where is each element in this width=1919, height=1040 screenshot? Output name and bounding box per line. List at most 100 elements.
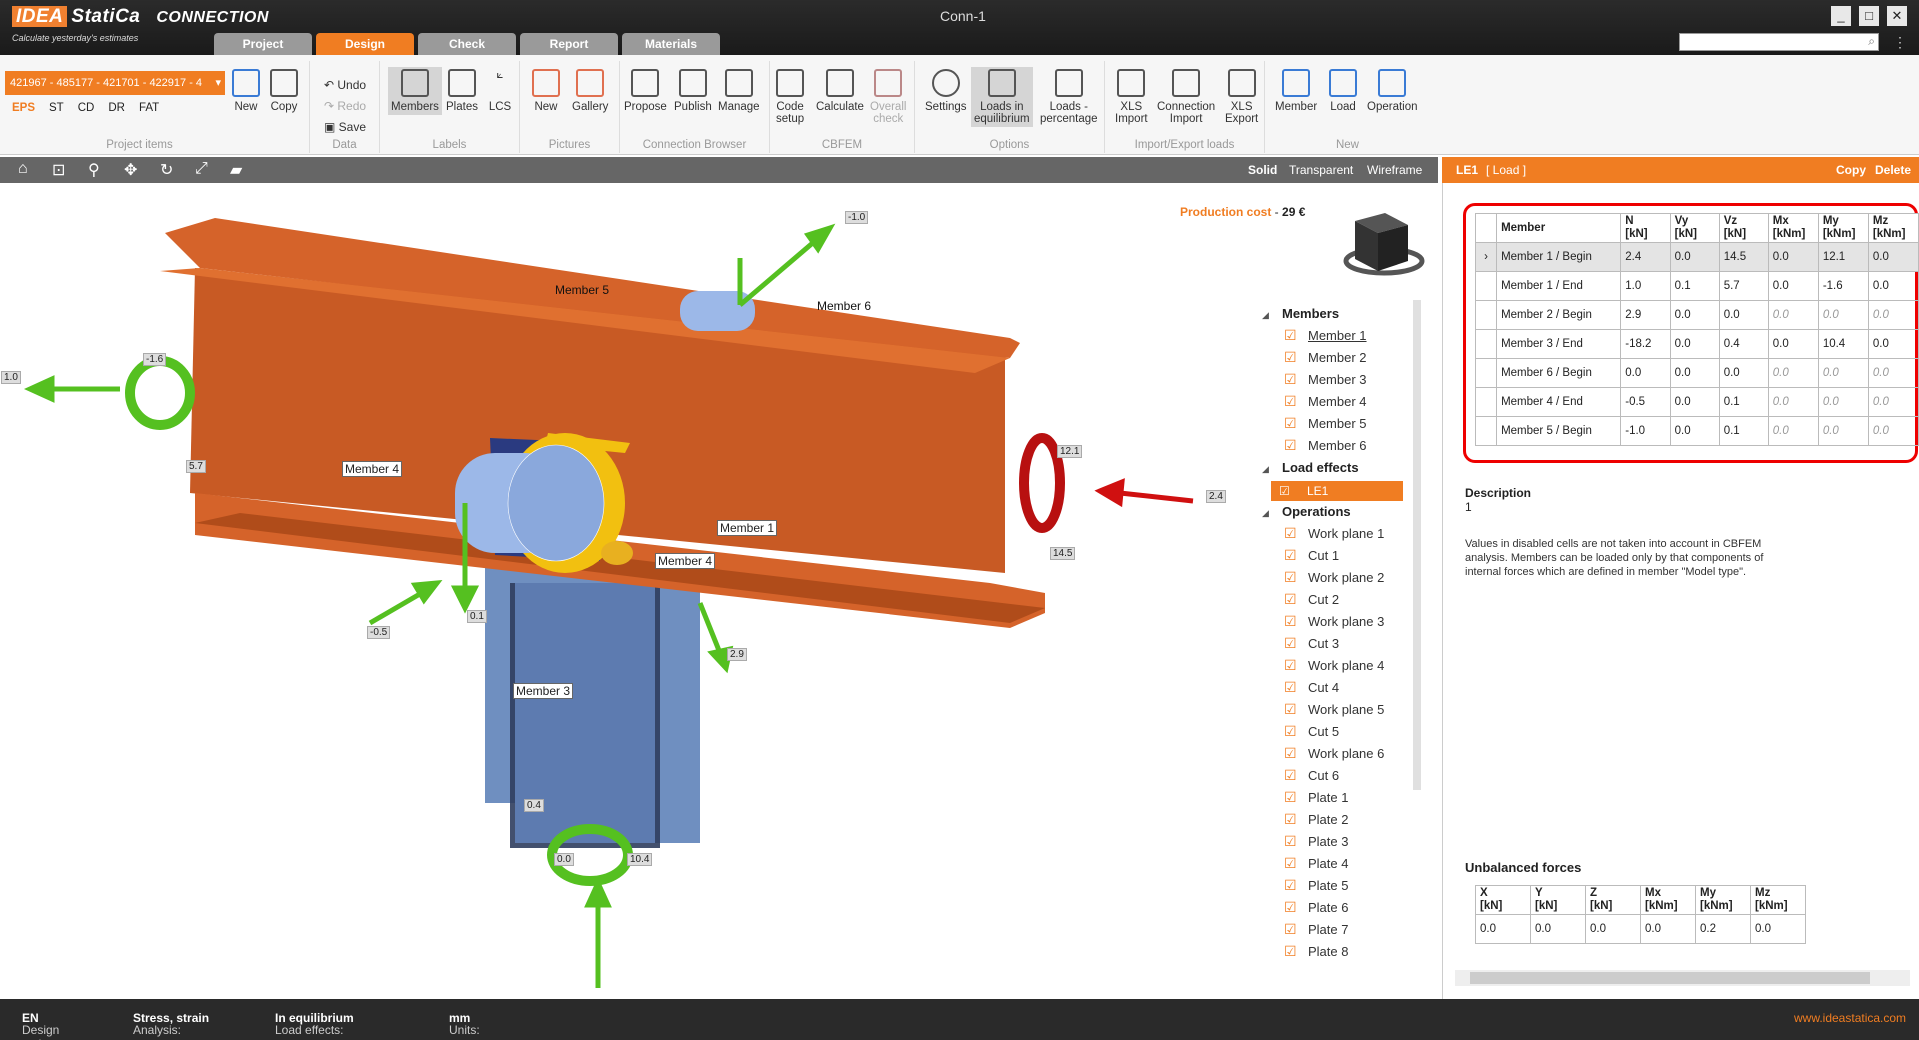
pan-icon[interactable]: ✥ — [124, 160, 137, 180]
checkbox-icon[interactable]: ☑ — [1284, 637, 1296, 649]
checkbox-icon[interactable]: ☑ — [1284, 351, 1296, 363]
cell-value[interactable]: 0.0 — [1818, 359, 1868, 388]
cell-value[interactable]: 0.0 — [1818, 417, 1868, 446]
copy-item-button[interactable]: Copy — [270, 69, 298, 113]
row-selector[interactable] — [1476, 301, 1497, 330]
tab-project[interactable]: Project — [214, 33, 312, 55]
cell-value[interactable]: 0.1 — [1670, 272, 1719, 301]
cell-value[interactable]: 0.0 — [1670, 330, 1719, 359]
transparent-mode[interactable]: Transparent — [1289, 163, 1353, 177]
cell-value[interactable]: 2.9 — [1621, 301, 1670, 330]
cell-value[interactable]: 0.0 — [1868, 417, 1918, 446]
checkbox-icon[interactable]: ☑ — [1284, 769, 1296, 781]
cell-value[interactable]: 0.0 — [1768, 243, 1818, 272]
search-input[interactable]: ⌕ — [1679, 33, 1879, 51]
checkbox-icon[interactable]: ☑ — [1284, 945, 1296, 957]
zoom-window-icon[interactable]: ⊡ — [52, 160, 65, 180]
checkbox-icon[interactable]: ☑ — [1284, 659, 1296, 671]
cell-value[interactable]: 0.0 — [1868, 388, 1918, 417]
plates-label-button[interactable]: Plates — [446, 69, 478, 113]
checkbox-icon[interactable]: ☑ — [1284, 615, 1296, 627]
tab-report[interactable]: Report — [520, 33, 618, 55]
cell-value[interactable]: 0.0 — [1868, 243, 1918, 272]
checkbox-icon[interactable]: ☑ — [1284, 857, 1296, 869]
delete-button[interactable]: Delete — [1875, 163, 1911, 177]
table-row[interactable]: Member 6 / Begin0.00.00.00.00.00.0 — [1476, 359, 1919, 388]
solid-mode[interactable]: Solid — [1248, 163, 1277, 177]
cell-value[interactable]: 0.0 — [1768, 301, 1818, 330]
cell-value[interactable]: 0.0 — [1868, 301, 1918, 330]
close-button[interactable]: ✕ — [1887, 6, 1907, 26]
cell-member[interactable]: Member 3 / End — [1497, 330, 1621, 359]
cell-value[interactable]: 0.0 — [1670, 388, 1719, 417]
redo-button[interactable]: ↷ Redo — [324, 99, 366, 113]
project-item-select[interactable]: 421967 - 485177 - 421701 - 422917 - 4▾ — [5, 71, 225, 95]
checkbox-icon[interactable]: ☑ — [1284, 747, 1296, 759]
scroll-thumb[interactable] — [1470, 972, 1870, 984]
zoom-icon[interactable]: ⚲ — [88, 160, 100, 180]
checkbox-icon[interactable]: ☑ — [1284, 681, 1296, 693]
checkbox-icon[interactable]: ☑ — [1284, 791, 1296, 803]
checkbox-icon[interactable]: ☑ — [1284, 373, 1296, 385]
minimize-button[interactable]: _ — [1831, 6, 1851, 26]
type-cd[interactable]: CD — [78, 102, 95, 114]
cell-value[interactable]: 0.0 — [1670, 243, 1719, 272]
save-button[interactable]: ▣ Save — [324, 120, 366, 134]
table-row[interactable]: Member 4 / End-0.50.00.10.00.00.0 — [1476, 388, 1919, 417]
cell-value[interactable]: 0.0 — [1670, 301, 1719, 330]
code-setup-button[interactable]: Codesetup — [776, 69, 804, 125]
cell-value[interactable]: 0.0 — [1768, 388, 1818, 417]
gallery-button[interactable]: Gallery — [572, 69, 608, 113]
3d-view[interactable]: Production cost - 29 € Member 5 Member 6… — [0, 183, 1438, 999]
cell-member[interactable]: Member 2 / Begin — [1497, 301, 1621, 330]
cell-value[interactable]: 12.1 — [1818, 243, 1868, 272]
loads-percentage-button[interactable]: Loads -percentage — [1040, 69, 1098, 125]
row-selector[interactable]: › — [1476, 243, 1497, 272]
loads-in-equilibrium-button[interactable]: Loads inequilibrium — [971, 67, 1033, 127]
calculate-button[interactable]: Calculate — [816, 69, 864, 113]
table-row[interactable]: Member 1 / End1.00.15.70.0-1.60.0 — [1476, 272, 1919, 301]
cell-value[interactable]: 1.0 — [1621, 272, 1670, 301]
cell-value[interactable]: -18.2 — [1621, 330, 1670, 359]
collapse-icon[interactable]: ◢ — [1262, 310, 1269, 321]
fit-icon[interactable]: ⤢ — [195, 160, 208, 178]
checkbox-icon[interactable]: ☑ — [1284, 417, 1296, 429]
cell-value[interactable]: 0.1 — [1719, 388, 1768, 417]
cell-value[interactable]: 0.0 — [1818, 301, 1868, 330]
cell-value[interactable]: 0.0 — [1818, 388, 1868, 417]
new-picture-button[interactable]: New — [532, 69, 560, 113]
copy-button[interactable]: Copy — [1836, 163, 1866, 177]
checkbox-icon[interactable]: ☑ — [1279, 484, 1290, 498]
checkbox-icon[interactable]: ☑ — [1284, 527, 1296, 539]
load-table[interactable]: Member N[kN] Vy[kN] Vz[kN] Mx[kNm] My[kN… — [1475, 213, 1919, 446]
panel-hscrollbar[interactable] — [1455, 970, 1910, 986]
checkbox-icon[interactable]: ☑ — [1284, 593, 1296, 605]
cell-value[interactable]: 5.7 — [1719, 272, 1768, 301]
cell-value[interactable]: 0.0 — [1768, 417, 1818, 446]
checkbox-icon[interactable]: ☑ — [1284, 395, 1296, 407]
connection-import-button[interactable]: ConnectionImport — [1157, 69, 1215, 125]
cell-value[interactable]: 0.0 — [1719, 301, 1768, 330]
cell-value[interactable]: 0.0 — [1768, 330, 1818, 359]
cell-value[interactable]: 0.0 — [1670, 359, 1719, 388]
cell-value[interactable]: 2.4 — [1621, 243, 1670, 272]
checkbox-icon[interactable]: ☑ — [1284, 549, 1296, 561]
cell-value[interactable]: 10.4 — [1818, 330, 1868, 359]
eraser-icon[interactable]: ▰ — [230, 160, 242, 180]
checkbox-icon[interactable]: ☑ — [1284, 923, 1296, 935]
manage-button[interactable]: Manage — [718, 69, 760, 113]
new-item-button[interactable]: New — [232, 69, 260, 113]
table-row[interactable]: Member 3 / End-18.20.00.40.010.40.0 — [1476, 330, 1919, 359]
maximize-button[interactable]: □ — [1859, 6, 1879, 26]
settings-button[interactable]: Settings — [925, 69, 967, 113]
checkbox-icon[interactable]: ☑ — [1284, 439, 1296, 451]
cell-value[interactable]: 0.0 — [1868, 272, 1918, 301]
checkbox-icon[interactable]: ☑ — [1284, 725, 1296, 737]
collapse-icon[interactable]: ◢ — [1262, 464, 1269, 475]
checkbox-icon[interactable]: ☑ — [1284, 879, 1296, 891]
checkbox-icon[interactable]: ☑ — [1284, 571, 1296, 583]
checkbox-icon[interactable]: ☑ — [1284, 901, 1296, 913]
row-selector[interactable] — [1476, 417, 1497, 446]
cell-value[interactable]: 0.0 — [1768, 359, 1818, 388]
cell-value[interactable]: 0.0 — [1670, 417, 1719, 446]
